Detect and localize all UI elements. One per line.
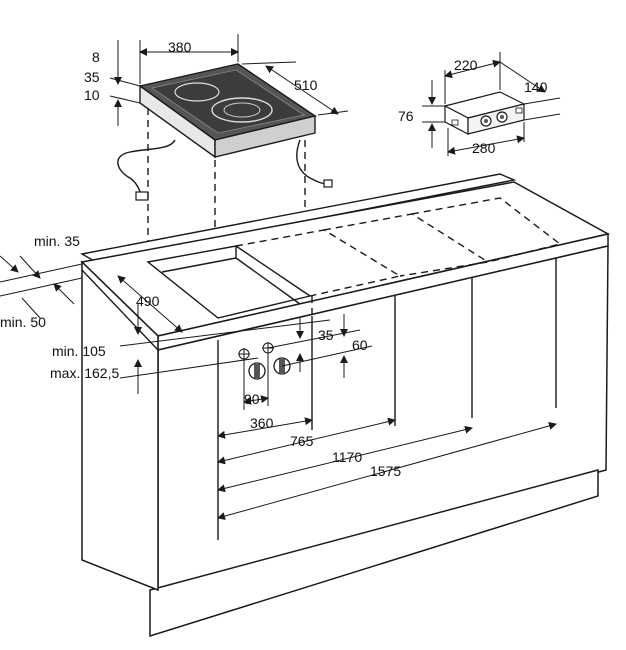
hob-dim-8-label: 8 [92, 49, 100, 65]
min-105-label: min. 105 [52, 343, 106, 359]
width-765-label: 765 [290, 433, 314, 449]
width-360-label: 360 [250, 415, 274, 431]
control-dim-220-label: 220 [454, 57, 478, 73]
hob-width-label: 380 [168, 39, 192, 55]
knob-dim-90-label: 90 [244, 391, 260, 407]
backsplash [80, 173, 517, 263]
hob [117, 63, 333, 201]
max-162-5-label: max. 162,5 [50, 365, 119, 381]
control-box-dimensions: 220 140 76 280 [398, 52, 561, 156]
hob-depth-label: 510 [294, 77, 318, 93]
depth-490-label: 490 [136, 293, 160, 309]
knob-dimensions: 35 60 90 [243, 314, 373, 410]
control-dim-76-label: 76 [398, 108, 414, 124]
min-35-label: min. 35 [34, 233, 80, 249]
worktop-dimensions: min. 35 min. 50 490 min. 105 max. 162,5 [0, 233, 331, 394]
width-1575-label: 1575 [370, 463, 401, 479]
control-dim-280-label: 280 [472, 140, 496, 156]
hob-cable-left [117, 139, 176, 199]
min-50-label: min. 50 [0, 314, 46, 330]
hob-dim-10-label: 10 [84, 87, 100, 103]
control-dim-140-label: 140 [524, 79, 548, 95]
width-1170-label: 1170 [332, 449, 362, 465]
knob-dim-60-label: 60 [352, 337, 368, 353]
knob-dim-35-label: 35 [318, 327, 334, 343]
hob-side-edge [214, 115, 316, 158]
hob-dimensions: 380 510 8 35 10 [84, 34, 349, 126]
hob-zone-small [174, 82, 220, 102]
control-box [443, 91, 526, 135]
hob-cable-right [296, 139, 329, 185]
hob-dim-35-label: 35 [84, 69, 100, 85]
future-module-outlines [235, 197, 562, 316]
width-dimensions: 360 765 1170 1575 [217, 415, 557, 520]
